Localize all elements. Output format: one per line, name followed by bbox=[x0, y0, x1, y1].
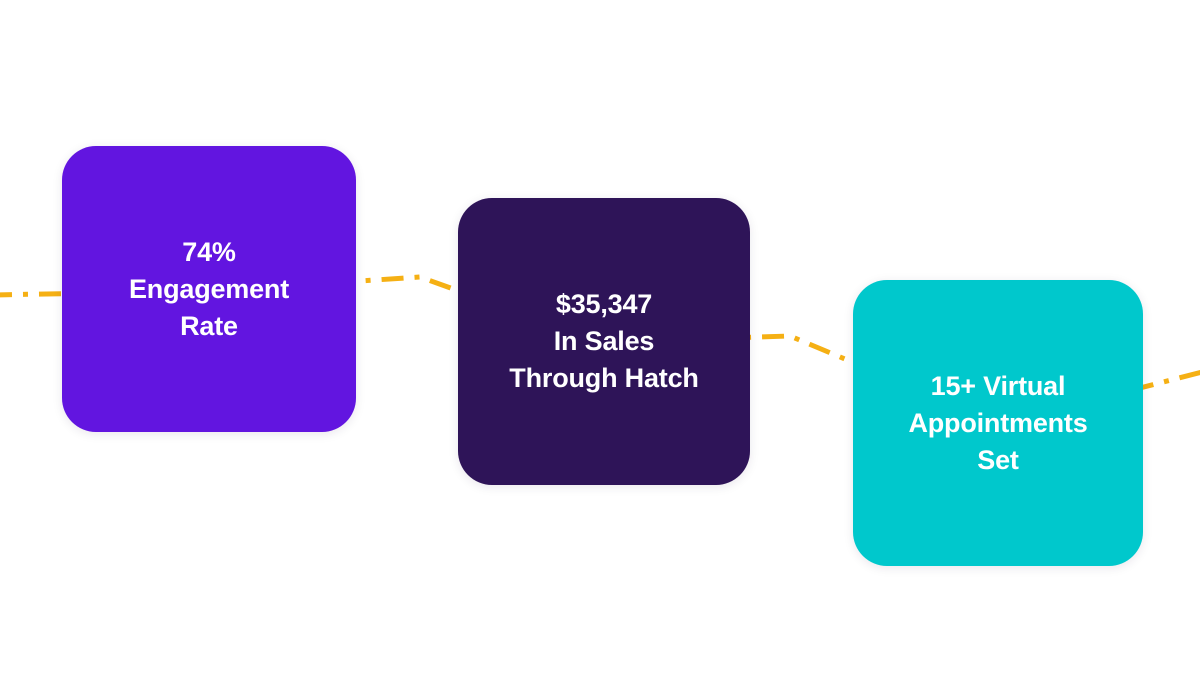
stat-card-engagement-rate-text: 74% Engagement Rate bbox=[128, 236, 290, 341]
stat-card-sales: $35,347 In Sales Through Hatch bbox=[458, 198, 750, 485]
stat-card-appointments: 15+ Virtual Appointments Set bbox=[853, 280, 1143, 566]
stat-card-sales-text: $35,347 In Sales Through Hatch bbox=[509, 289, 699, 393]
stat-card-engagement-rate: 74% Engagement Rate bbox=[62, 146, 356, 432]
stat-card-appointments-text: 15+ Virtual Appointments Set bbox=[908, 370, 1088, 475]
